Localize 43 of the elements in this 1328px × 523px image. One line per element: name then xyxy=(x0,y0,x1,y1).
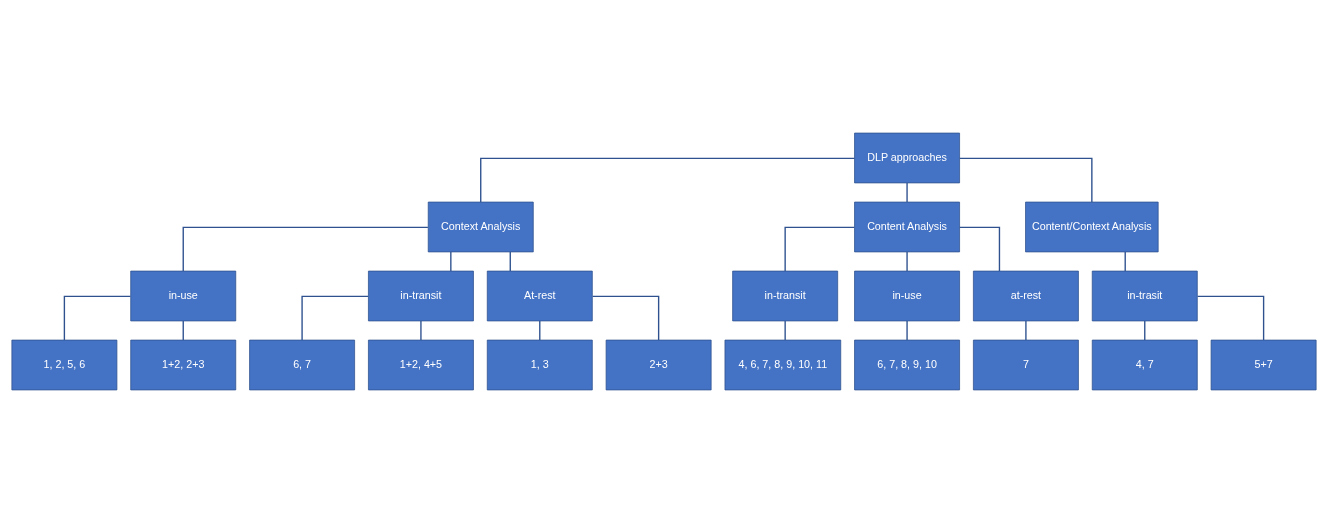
node-box: Context Analysis xyxy=(427,201,534,253)
connector xyxy=(1196,295,1265,341)
node-box: Content/Context Analysis xyxy=(1025,201,1159,253)
connector xyxy=(450,251,452,272)
connector xyxy=(784,320,786,341)
connector xyxy=(906,320,908,341)
connector xyxy=(1025,320,1027,341)
node-box: in-use xyxy=(854,270,960,322)
node-box: 7 xyxy=(973,339,1079,391)
node-box: 6, 7, 8, 9, 10 xyxy=(854,339,960,391)
connector xyxy=(591,295,660,341)
node-box: in-trasit xyxy=(1091,270,1198,322)
connector xyxy=(182,320,184,341)
connector xyxy=(63,295,132,341)
connector xyxy=(480,157,856,203)
node-box: 1, 2, 5, 6 xyxy=(11,339,118,391)
node-box: 4, 7 xyxy=(1091,339,1198,391)
node-box: in-transit xyxy=(368,270,474,322)
node-box: 1, 3 xyxy=(486,339,593,391)
connector xyxy=(301,295,369,341)
node-box: 2+3 xyxy=(605,339,712,391)
connector xyxy=(420,320,422,341)
node-box: DLP approaches xyxy=(854,132,960,184)
connector xyxy=(182,226,429,272)
node-box: in-transit xyxy=(732,270,839,322)
connector xyxy=(906,251,908,272)
connector xyxy=(509,251,511,272)
node-box: 5+7 xyxy=(1210,339,1317,391)
connector xyxy=(906,182,908,203)
node-box: 4, 6, 7, 8, 9, 10, 11 xyxy=(724,339,842,391)
connector xyxy=(1144,320,1146,341)
node-box: at-rest xyxy=(973,270,1079,322)
connector xyxy=(959,226,1001,272)
connector xyxy=(784,226,855,272)
node-box: 6, 7 xyxy=(249,339,355,391)
node-box: in-use xyxy=(130,270,237,322)
node-box: Content Analysis xyxy=(854,201,960,253)
node-box: 1+2, 2+3 xyxy=(130,339,237,391)
node-box: 1+2, 4+5 xyxy=(368,339,474,391)
connector xyxy=(1124,251,1126,272)
connector xyxy=(539,320,541,341)
connector xyxy=(959,157,1093,203)
node-box: At-rest xyxy=(486,270,593,322)
